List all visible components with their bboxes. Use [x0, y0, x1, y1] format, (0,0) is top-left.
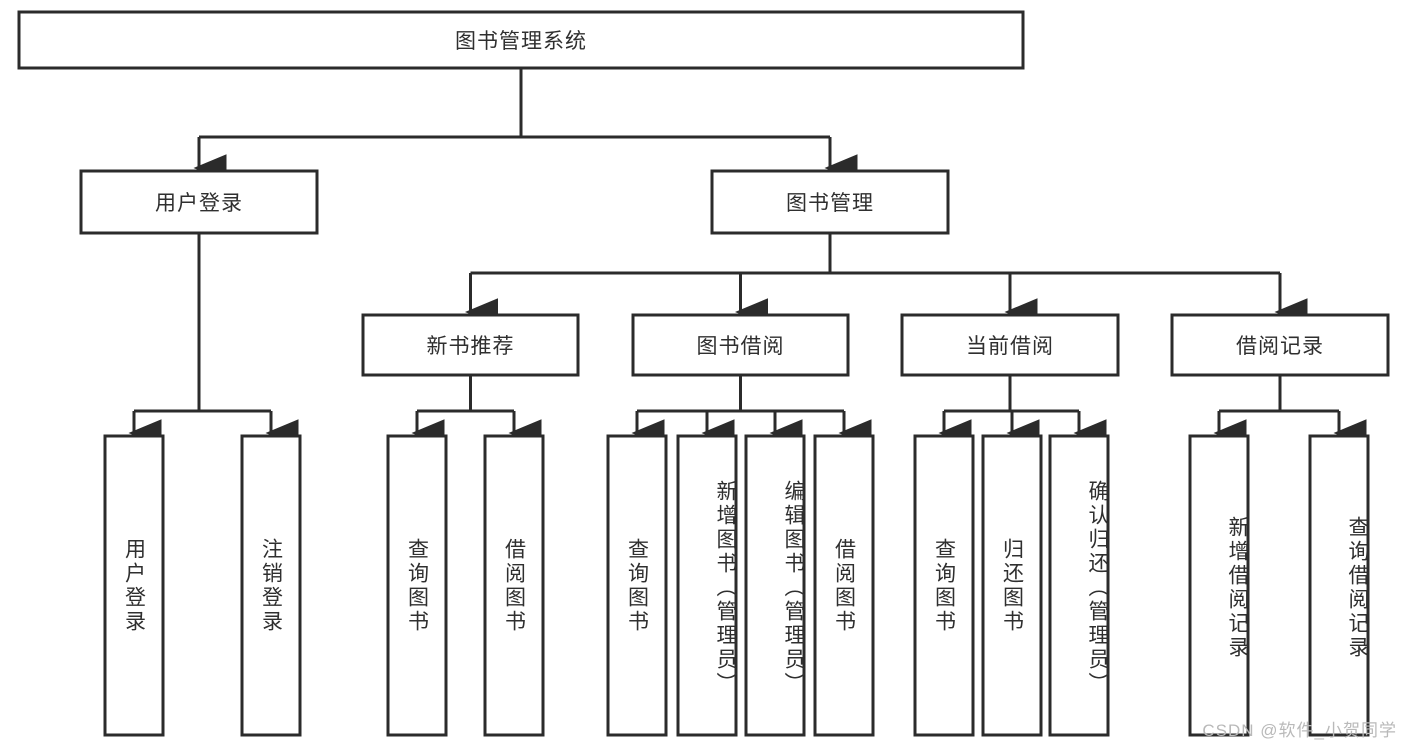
leaf-node-box-1[interactable] [240, 434, 302, 737]
leaf-node-box-7[interactable] [813, 434, 875, 737]
leaf-node-box-3[interactable] [483, 434, 545, 737]
leaf-node-box-4[interactable] [606, 434, 668, 737]
leaf-node-box-12[interactable] [1308, 434, 1370, 737]
level3-node-box-1[interactable] [631, 313, 850, 377]
node-boxes [17, 10, 1390, 737]
leaf-node-box-10[interactable] [1048, 434, 1110, 737]
leaf-node-box-9[interactable] [981, 434, 1043, 737]
leaf-node-box-2[interactable] [386, 434, 448, 737]
level3-node-box-3[interactable] [1170, 313, 1390, 377]
level3-node-box-0[interactable] [361, 313, 580, 377]
watermark-text: CSDN @软件_小贺同学 [1202, 721, 1397, 740]
level2-node-box-1[interactable] [710, 169, 950, 235]
level2-node-box-0[interactable] [79, 169, 319, 235]
root-node-box[interactable] [17, 10, 1025, 70]
level3-node-box-2[interactable] [900, 313, 1120, 377]
leaf-node-box-5[interactable] [676, 434, 738, 737]
leaf-node-box-0[interactable] [103, 434, 165, 737]
connector-lines [128, 68, 1367, 447]
leaf-node-box-11[interactable] [1188, 434, 1250, 737]
leaf-node-box-6[interactable] [744, 434, 806, 737]
leaf-node-box-8[interactable] [913, 434, 975, 737]
